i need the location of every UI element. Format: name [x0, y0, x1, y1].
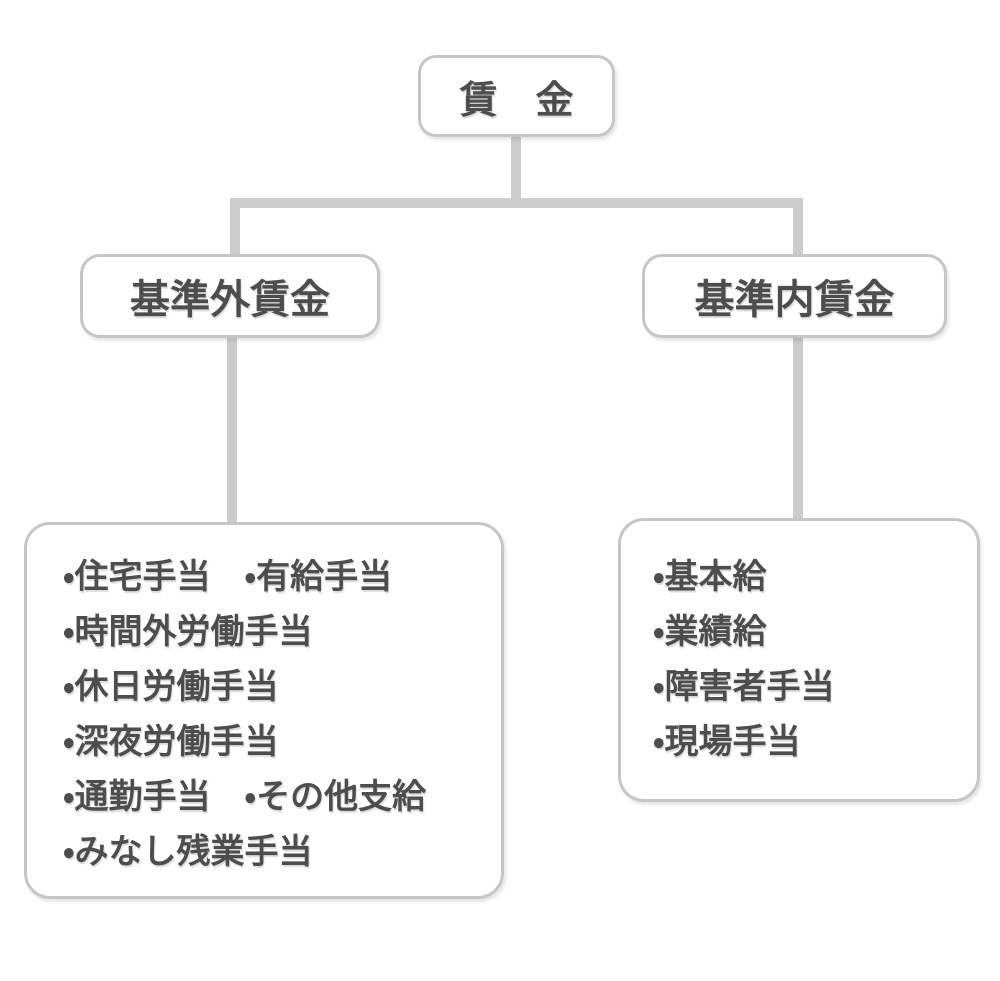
list-item: ・休日労働手当: [63, 668, 279, 706]
list-item: ・時間外労働手当: [63, 613, 313, 651]
connector-left-branch-to-list: [227, 335, 237, 525]
branch-label-nonstandard-wages: 基準外賃金: [130, 278, 330, 322]
connector-root-to-bar: [511, 135, 521, 208]
root-node-box: 賃 金: [418, 55, 615, 137]
branch-box-nonstandard-wages: 基準外賃金: [80, 254, 380, 338]
list-item: ・通勤手当 ・その他支給: [63, 778, 427, 816]
list-box-nonstandard-wages: ・住宅手当 ・有給手当 ・時間外労働手当 ・休日労働手当 ・深夜労働手当 ・通勤…: [24, 522, 504, 899]
list-item: ・障害者手当: [653, 668, 835, 706]
branch-label-standard-wages: 基準内賃金: [694, 278, 895, 322]
list-item: ・住宅手当 ・有給手当: [63, 558, 393, 596]
connector-bar-to-left-branch: [230, 198, 240, 258]
list-item: ・みなし残業手当: [63, 833, 313, 871]
root-node-label: 賃 金: [459, 79, 574, 122]
list-item: ・現場手当: [653, 723, 801, 761]
list-item: ・深夜労働手当: [63, 723, 279, 761]
list-item: ・基本給: [653, 558, 767, 596]
list-box-standard-wages: ・基本給 ・業績給 ・障害者手当 ・現場手当: [618, 518, 980, 802]
branch-box-standard-wages: 基準内賃金: [642, 254, 947, 338]
connector-bar-to-right-branch: [793, 198, 803, 258]
list-item: ・業績給: [653, 613, 767, 651]
connector-horizontal-bar: [230, 198, 803, 208]
connector-right-branch-to-list: [793, 335, 803, 521]
